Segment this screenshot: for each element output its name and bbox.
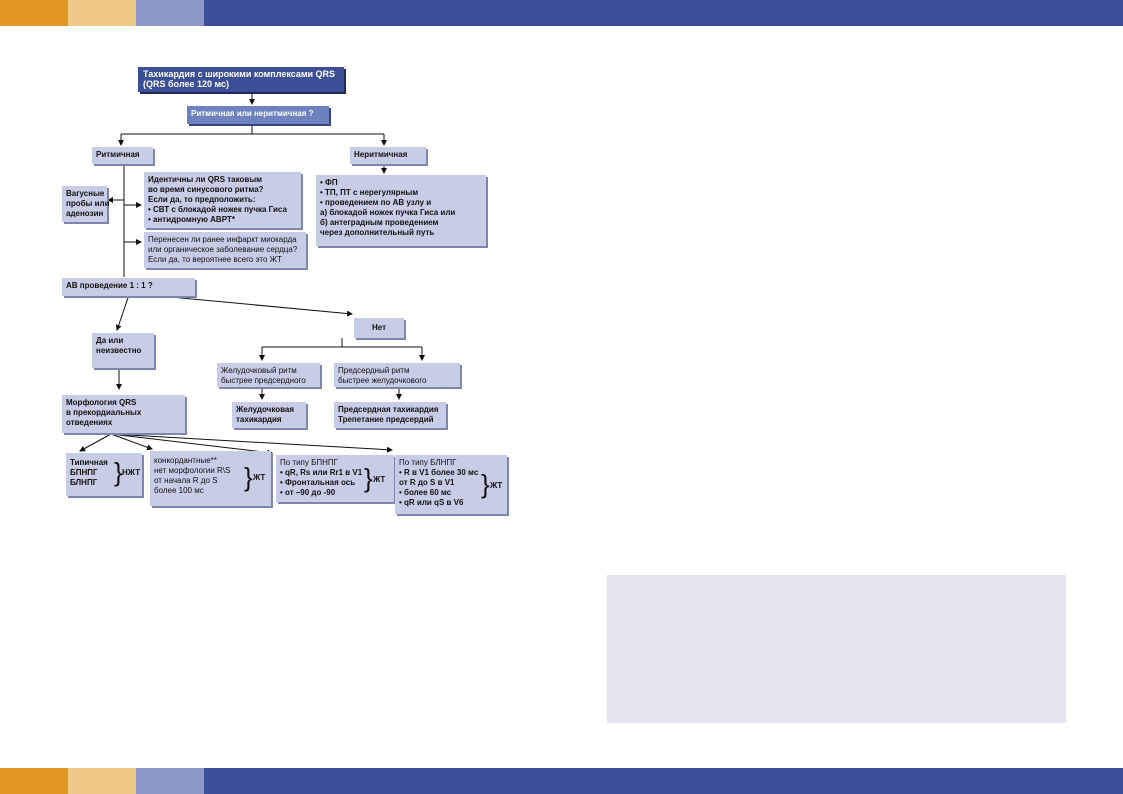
b1-line-1: Типичная (70, 458, 108, 467)
b2-brace: } (244, 462, 253, 492)
irregular-causes-node: • ФП • ТП, ПТ с нерегулярным • проведени… (316, 175, 486, 246)
ventricular-faster-node: Желудочковый ритм быстрее предсердного (217, 363, 320, 387)
b3-line-4: • от –90 до -90 (280, 488, 336, 497)
no-node: Нет (354, 318, 404, 338)
identical-line-1: Идентичны ли QRS таковым (148, 175, 263, 184)
b3-line-3: • Фронтальная ось (280, 478, 356, 487)
atrial-faster-node: Предсердный ритм быстрее желудочкового (334, 363, 460, 387)
vt-line-2: тахикардия (236, 415, 282, 424)
rhythmic-text: Ритмичная (96, 150, 140, 159)
b1-brace: } (114, 457, 123, 487)
b3-brace: } (364, 463, 373, 493)
fp-line-5: б) антеградным проведением (320, 218, 439, 227)
fp-line-3: • проведением по АВ узлу и (320, 198, 432, 207)
identical-line-4: • СВТ с блокадой ножек пучка Гиса (148, 205, 287, 214)
vagal-line-1: Вагусные (66, 189, 105, 198)
b4-line-1: По типу БЛНПГ (399, 458, 457, 467)
fp-line-6: через дополнительный путь (320, 228, 435, 237)
fp-line-4: а) блокадой ножек пучка Гиса или (320, 208, 456, 217)
rhythm-question-text: Ритмичная или неритмичная ? (191, 109, 314, 118)
header-accent-orange (0, 0, 68, 26)
rhythmic-node: Ритмичная (92, 147, 153, 164)
identical-line-3: Если да, то предположить: (148, 195, 256, 204)
vt-result-node: Желудочковая тахикардия (232, 402, 306, 428)
identical-qrs-node: Идентичны ли QRS таковым во время синусо… (144, 172, 301, 228)
morph-line-2: в прекордиальных (66, 408, 142, 417)
infarct-line-3: Если да, то вероятнее всего это ЖТ (148, 255, 282, 264)
at-line-1: Предсердная тахикардия (338, 405, 439, 414)
footer-accent-orange (0, 768, 68, 794)
yes-line-1: Да или (96, 336, 124, 345)
av-conduction-node: АВ проведение 1 : 1 ? (62, 278, 195, 296)
infarct-node: Перенесен ли ранее инфаркт миокарда или … (144, 232, 306, 268)
at-line-2: Трепетание предсердий (338, 415, 434, 424)
atrial-tachy-result-node: Предсердная тахикардия Трепетание предсе… (334, 402, 446, 428)
b4-line-2: • R в V1 более 30 мс (399, 468, 479, 477)
footer-accent-lavender (136, 768, 204, 794)
lbbb-type-node: По типу БЛНПГ • R в V1 более 30 мс от R … (395, 455, 507, 514)
b4-brace: } (481, 469, 490, 499)
b4-result-tag: ЖТ (490, 481, 503, 490)
vent-faster-line-1: Желудочковый ритм (221, 366, 297, 375)
identical-line-2: во время синусового ритма? (148, 185, 264, 194)
yes-unknown-node: Да или неизвестно (92, 333, 154, 368)
b2-line-4: более 100 мс (154, 486, 204, 495)
identical-line-5: • антидромную АВРТ* (148, 215, 235, 224)
header-accent-sand (68, 0, 136, 26)
footer-accent-sand (68, 768, 136, 794)
b4-line-4: • более 60 мс (399, 488, 452, 497)
infarct-line-2: или органическое заболевание сердца? (148, 245, 298, 254)
vent-faster-line-2: быстрее предсердного (221, 376, 306, 385)
atr-faster-line-1: Предсердный ритм (338, 366, 410, 375)
note-panel (607, 575, 1066, 723)
b3-line-2: • qR, Rs или Rr1 в V1 (280, 468, 363, 477)
start-line-2: (QRS более 120 мс) (143, 79, 230, 89)
morph-line-3: отведениях (66, 418, 113, 427)
av-conduction-text: АВ проведение 1 : 1 ? (66, 281, 153, 290)
yes-line-2: неизвестно (96, 346, 142, 355)
no-text: Нет (371, 323, 387, 332)
b4-line-5: • qR или qS в V6 (399, 498, 464, 507)
footer-bar (0, 768, 1123, 794)
b1-line-3: БЛНПГ (70, 478, 98, 487)
start-line-1: Тахикардия с широкими комплексами QRS (143, 69, 336, 79)
b3-line-1: По типу БПНПГ (280, 458, 338, 467)
b2-line-2: нет морфологии R\S (154, 466, 231, 475)
fp-line-1: • ФП (320, 178, 338, 187)
typical-bundle-block-node: Типичная БПНПГ БЛНПГ } НЖТ (66, 453, 142, 496)
b4-line-3: от R до S в V1 (399, 478, 455, 487)
atr-faster-line-2: быстрее желудочкового (338, 376, 427, 385)
start-node: Тахикардия с широкими комплексами QRS (Q… (138, 67, 344, 92)
fp-line-2: • ТП, ПТ с нерегулярным (320, 188, 419, 197)
b1-result-tag: НЖТ (122, 468, 141, 477)
b2-line-3: от начала R до S (154, 476, 218, 485)
b2-result-tag: ЖТ (253, 473, 266, 482)
vt-line-1: Желудочковая (236, 405, 295, 414)
concordant-node: конкордантные** нет морфологии R\S от на… (150, 451, 271, 506)
nonrhythmic-node: Неритмичная (350, 147, 426, 164)
b1-line-2: БПНПГ (70, 468, 98, 477)
qrs-morphology-node: Морфология QRS в прекордиальных отведени… (62, 395, 185, 433)
b3-result-tag: ЖТ (373, 475, 386, 484)
infarct-line-1: Перенесен ли ранее инфаркт миокарда (148, 235, 297, 244)
vagal-line-2: пробы или (66, 199, 110, 208)
morph-line-1: Морфология QRS (66, 398, 137, 407)
vagal-node: Вагусные пробы или аденозин (62, 186, 110, 222)
nonrhythmic-text: Неритмичная (354, 150, 408, 159)
rbbb-type-node: По типу БПНПГ • qR, Rs или Rr1 в V1 • Фр… (276, 455, 394, 502)
vagal-line-3: аденозин (66, 209, 104, 218)
b2-line-1: конкордантные** (154, 456, 217, 465)
header-accent-lavender (136, 0, 204, 26)
rhythm-question-node: Ритмичная или неритмичная ? (187, 106, 329, 124)
header-bar (0, 0, 1123, 26)
